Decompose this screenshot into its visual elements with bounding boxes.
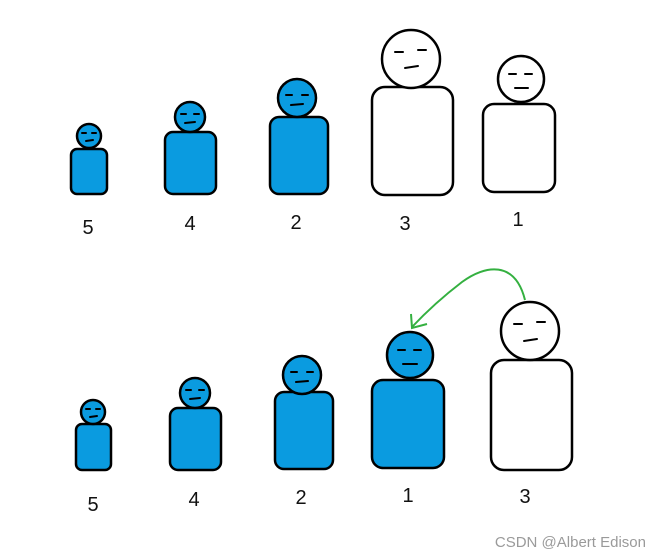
figure-head (496, 54, 546, 104)
figure-head (178, 376, 212, 410)
figure-head (173, 100, 207, 134)
figure-label: 2 (290, 212, 301, 234)
figure-face (180, 113, 200, 124)
figure-body (168, 406, 223, 472)
figure-head (276, 77, 318, 119)
figure-label: 4 (184, 213, 195, 235)
figure-head (79, 398, 107, 426)
figure-body (74, 422, 113, 472)
figure-row1-3: 2 (268, 77, 330, 234)
figure-face (290, 371, 314, 383)
figure-head (380, 28, 442, 90)
figure-row1-1: 5 (69, 122, 109, 239)
figure-body (370, 378, 446, 470)
figure-row1-4: 3 (370, 28, 455, 235)
figure-head (75, 122, 103, 150)
figure-row2-5: 3 (489, 300, 574, 508)
figure-face (81, 132, 97, 142)
figure-face (285, 94, 309, 106)
figure-head (499, 300, 561, 362)
figure-row2-4: 1 (370, 330, 446, 507)
figure-label: 5 (87, 494, 98, 516)
figure-row2-3: 2 (273, 354, 335, 509)
figure-label: 5 (82, 217, 93, 239)
figure-body (273, 390, 335, 471)
figure-label: 3 (519, 486, 530, 508)
watermark: CSDN @Albert Edison (494, 534, 646, 551)
figure-label: 1 (512, 209, 523, 231)
figure-row2-2: 4 (168, 376, 223, 511)
figure-head (385, 330, 435, 380)
figure-body (69, 147, 109, 196)
figure-head (281, 354, 323, 396)
row-2: 5 4 2 (74, 300, 574, 516)
figure-row1-2: 4 (163, 100, 218, 235)
figure-face (85, 408, 101, 418)
figure-row1-5: 1 (481, 54, 557, 231)
figure-label: 2 (295, 487, 306, 509)
figure-face (185, 389, 205, 400)
figure-row2-1: 5 (74, 398, 113, 516)
figure-face (394, 49, 427, 69)
figure-label: 3 (399, 213, 410, 235)
figure-body (163, 130, 218, 196)
figure-body (370, 85, 455, 197)
figure-body (481, 102, 557, 194)
figure-face (508, 73, 533, 89)
figure-label: 4 (188, 489, 199, 511)
figure-face (397, 349, 422, 365)
row-1: 5 4 2 (69, 28, 557, 239)
figure-label: 1 (402, 485, 413, 507)
figure-face (513, 321, 546, 342)
figure-body (489, 358, 574, 472)
figure-body (268, 115, 330, 196)
swap-arrow (410, 268, 526, 330)
